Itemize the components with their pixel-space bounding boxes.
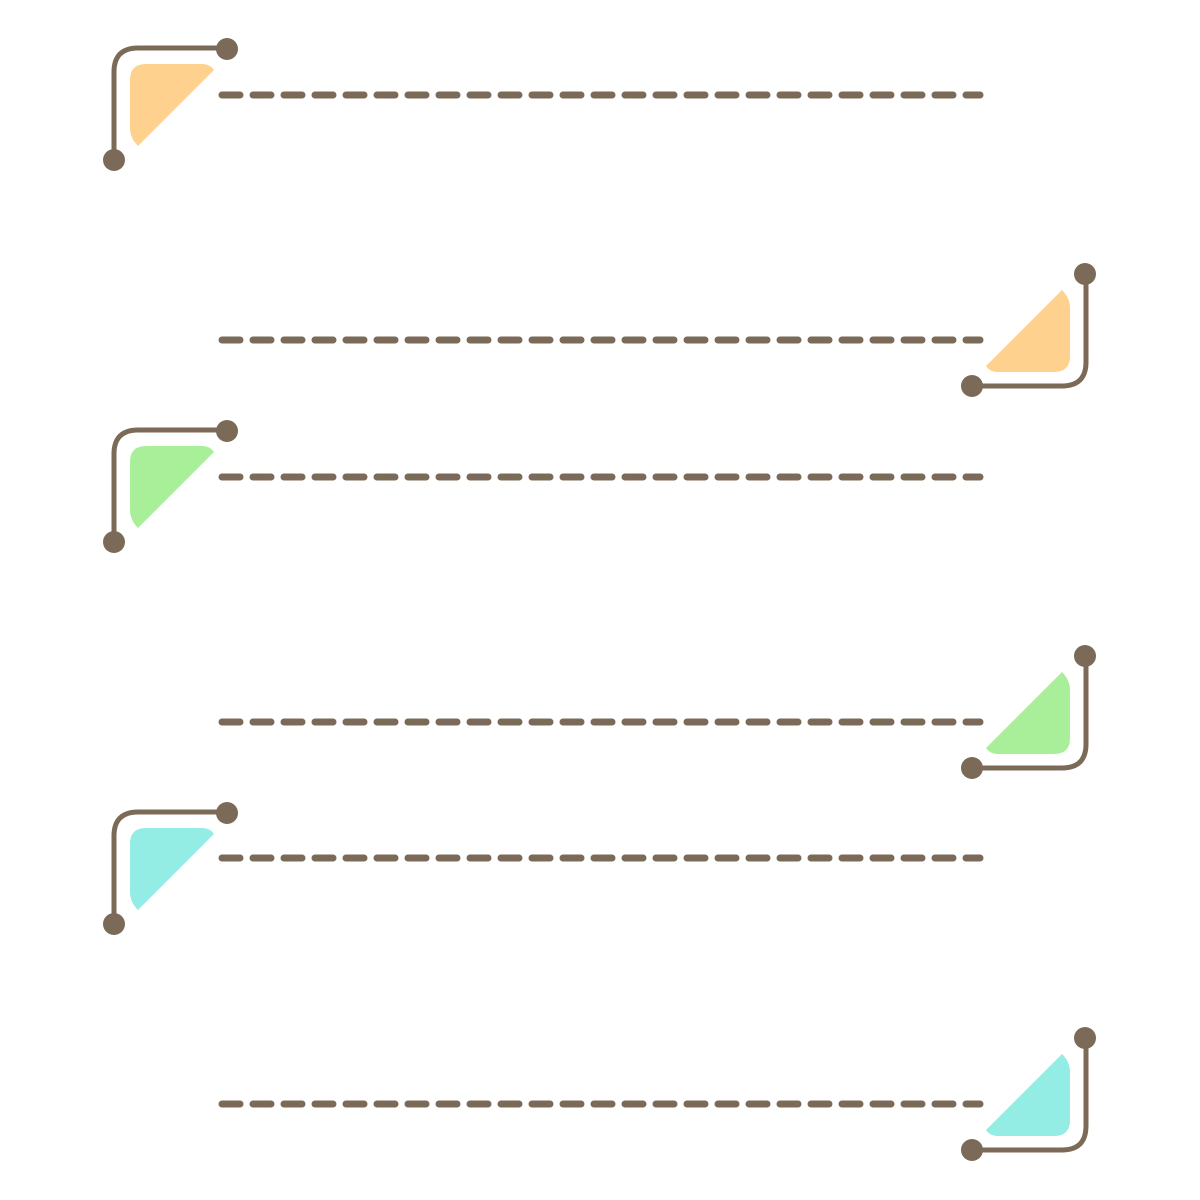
frame-2-bottom bbox=[218, 645, 1096, 779]
frame-1-top-dot-left bbox=[103, 149, 125, 171]
frame-2-bottom-dot-top bbox=[1074, 645, 1096, 667]
frame-1-bottom-dot-left bbox=[961, 375, 983, 397]
frame-2-bottom-corner-bracket bbox=[969, 653, 1089, 771]
frame-1-top-dot-right bbox=[216, 38, 238, 60]
frame-3-top-dot-left bbox=[103, 913, 125, 935]
frame-1-top-corner-bracket bbox=[111, 45, 229, 163]
frame-2-top-corner-bracket bbox=[111, 427, 229, 545]
frame-1-top-corner-fill bbox=[130, 64, 214, 146]
frame-2-bottom-corner-fill bbox=[986, 672, 1070, 754]
frame-3-bottom bbox=[218, 1027, 1096, 1161]
frame-1-bottom-corner-fill bbox=[986, 290, 1070, 372]
frame-3-top-corner-fill bbox=[130, 828, 214, 910]
frame-2-top bbox=[103, 420, 984, 553]
frame-1-bottom-dot-top bbox=[1074, 263, 1096, 285]
frame-3-top bbox=[103, 802, 984, 935]
frame-2-bottom-dot-left bbox=[961, 757, 983, 779]
frame-3-bottom-corner-fill bbox=[986, 1054, 1070, 1136]
frame-3-bottom-corner-bracket bbox=[969, 1035, 1089, 1153]
frame-3-bottom-dot-left bbox=[961, 1139, 983, 1161]
frame-3-bottom-dot-top bbox=[1074, 1027, 1096, 1049]
frame-1-bottom bbox=[218, 263, 1096, 397]
frame-1-bottom-corner-bracket bbox=[969, 271, 1089, 389]
frame-3-top-corner-bracket bbox=[111, 809, 229, 927]
frame-3-top-dot-right bbox=[216, 802, 238, 824]
frame-1-top bbox=[103, 38, 984, 171]
frame-2-top-dot-right bbox=[216, 420, 238, 442]
frame-2-top-corner-fill bbox=[130, 446, 214, 528]
frame-2-top-dot-left bbox=[103, 531, 125, 553]
